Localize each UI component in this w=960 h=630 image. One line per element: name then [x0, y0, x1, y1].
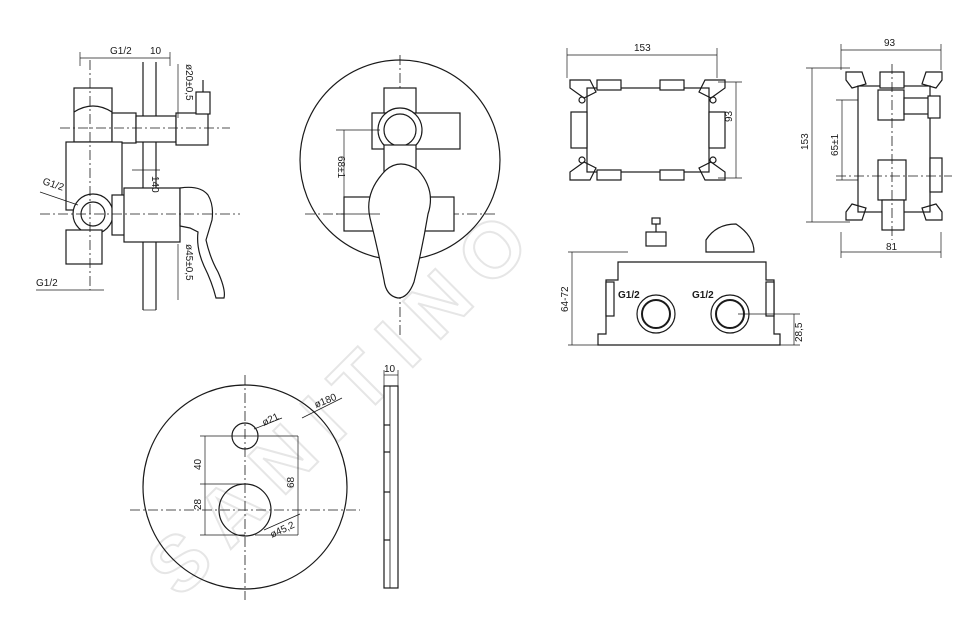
front-dim-68: 68±1	[335, 156, 346, 179]
plate-dim-28: 28	[193, 498, 204, 510]
box-front-view: 64-72 G1/2 G1/2 28,5	[560, 217, 805, 346]
box-top-height: 93	[724, 110, 735, 122]
side-dim-10: 10	[150, 46, 162, 57]
cover-plate-side: 10	[383, 364, 399, 589]
side-dim-140: 140	[149, 176, 160, 193]
plate-dim-40: 40	[193, 458, 204, 470]
side-g12-bottom: G1/2	[36, 278, 58, 289]
side-view: G1/2 10 ø20±0,5 140 ø45±0,5 G1/2 G1/2	[36, 46, 240, 311]
side-g12-top: G1/2	[110, 46, 132, 57]
box-top-width: 153	[634, 43, 651, 54]
box-front-height: 64-72	[560, 286, 571, 312]
box-side-view: 93 153 65±1 81	[800, 38, 952, 258]
box-side-height: 153	[800, 133, 811, 150]
box-side-center: 65±1	[830, 133, 841, 156]
side-dia-45: ø45±0,5	[183, 244, 194, 281]
plate-thickness: 10	[384, 364, 396, 375]
plate-dim-68: 68	[286, 476, 297, 488]
box-front-port-left: G1/2	[618, 290, 640, 301]
cover-plate-front: 40 28 68 ø21 ø45,2 ø180	[130, 375, 360, 600]
box-side-depth: 81	[886, 242, 898, 253]
side-dia-20: ø20±0,5	[183, 64, 194, 101]
side-g12-mid: G1/2	[41, 176, 65, 193]
box-front-port-right: G1/2	[692, 290, 714, 301]
front-view: 68±1	[299, 55, 501, 335]
box-top-view: 153 93	[566, 43, 742, 181]
box-front-offset: 28,5	[794, 322, 805, 342]
box-side-width: 93	[884, 38, 896, 49]
